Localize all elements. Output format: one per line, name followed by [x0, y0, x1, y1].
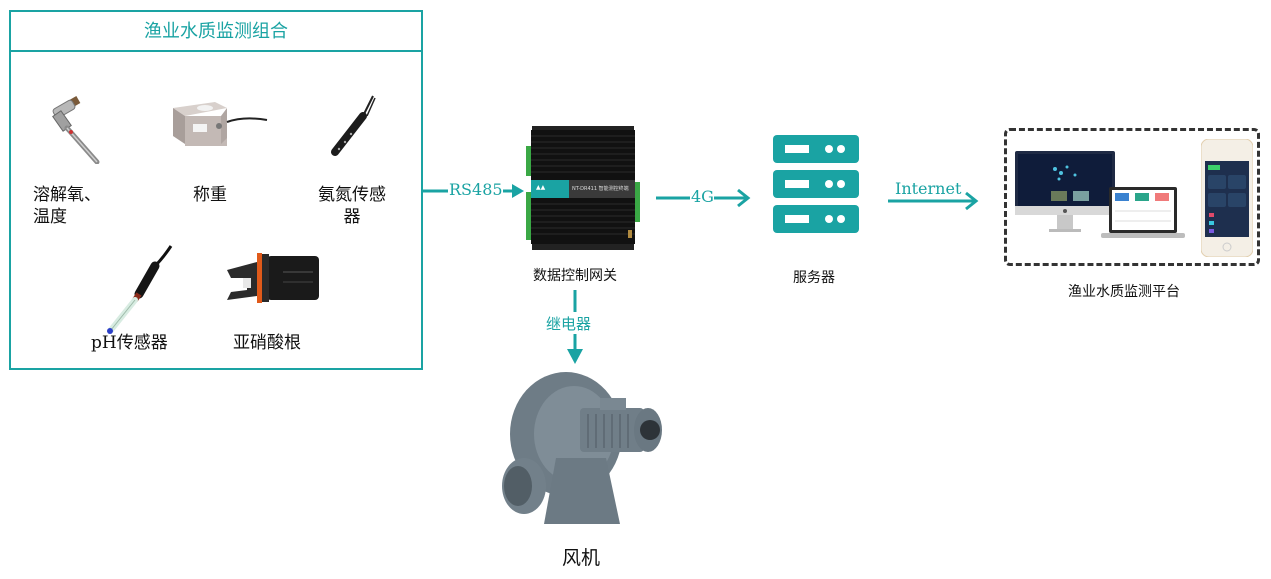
laptop-icon — [1101, 187, 1185, 238]
sensor-label-ammonia: 氨氮传感 器 — [313, 184, 391, 228]
internet-arrowhead-icon — [965, 191, 979, 211]
sensor-group-box: 渔业水质监测组合 溶解氧、 温度 称重 氨氮传感 器 — [9, 10, 423, 370]
ph-probe-icon — [107, 245, 173, 334]
4g-arrowhead-icon — [737, 188, 751, 208]
desktop-monitor-icon — [1015, 151, 1115, 232]
sensor-label-line: 器 — [343, 207, 361, 227]
relay-arrowhead-icon — [567, 349, 583, 364]
sensor-label-line: 称重 — [193, 185, 227, 205]
edge-label-internet: Internet — [895, 179, 962, 198]
gateway-device: ▲▲ NT-DR411 智能测控终端 — [526, 124, 640, 254]
gateway-icon — [526, 126, 640, 250]
gateway-brand-logo: ▲▲ — [536, 184, 546, 191]
server-icon — [773, 135, 859, 233]
sensor-label-load-cell: 称重 — [193, 184, 227, 206]
fan-label: 风机 — [562, 547, 601, 569]
edge-label-relay: 继电器 — [546, 313, 592, 334]
sensor-label-ph: pH传感器 — [91, 332, 168, 354]
edge-label-rs485: RS485 — [449, 180, 503, 199]
sensor-label-line: 氨氮传感 — [318, 185, 386, 205]
sensor-label-line: 温度 — [33, 207, 67, 227]
rs485-arrowhead-icon — [512, 184, 524, 198]
blower-fan-icon — [502, 372, 662, 524]
nitrite-probe-icon — [227, 253, 319, 303]
sensor-label-line: pH传感器 — [91, 333, 168, 353]
sensor-label-nitrite: 亚硝酸根 — [233, 332, 301, 354]
server-label: 服务器 — [793, 270, 835, 286]
platform-box — [1004, 128, 1260, 266]
gateway-label: 数据控制网关 — [533, 268, 617, 284]
platform-label: 渔业水质监测平台 — [1068, 284, 1180, 300]
sensor-group-title: 渔业水质监测组合 — [11, 12, 421, 52]
phone-icon — [1201, 139, 1253, 257]
dissolved-oxygen-probe-icon — [52, 96, 100, 164]
sensor-label-line: 溶解氧、 — [33, 185, 101, 205]
sensor-label-dissolved-oxygen: 溶解氧、 温度 — [33, 184, 101, 228]
load-cell-icon — [173, 102, 268, 146]
edge-label-4g: 4G — [691, 187, 714, 206]
sensor-label-line: 亚硝酸根 — [233, 333, 301, 353]
gateway-panel-text: NT-DR411 智能测控终端 — [572, 186, 629, 192]
ammonia-nitrogen-probe-icon — [331, 95, 376, 156]
